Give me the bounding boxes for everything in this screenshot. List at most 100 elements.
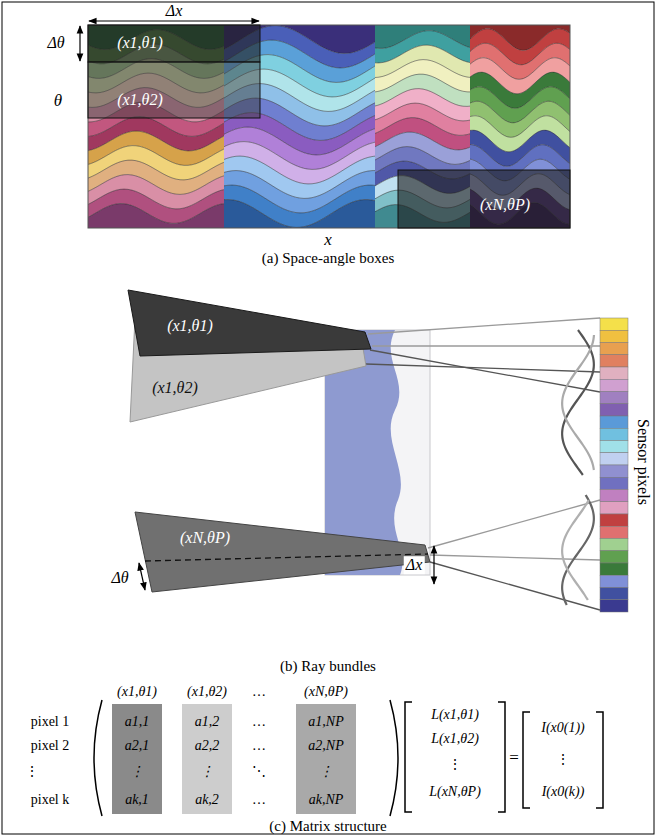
contour-line [88,117,225,137]
contour-line [88,131,225,151]
contour-band [88,204,225,228]
matrix-column: a1,NPa2,NP⋮ak,NP [296,704,356,814]
contour-line [470,130,570,152]
intensity-profile [562,495,594,605]
bundle-center-ray [145,554,428,561]
bundle-outline [128,290,371,356]
contour-line [375,103,471,121]
box-outline [88,62,260,118]
sensor-pixel [600,441,628,453]
matrix-entry: ak,2 [195,792,219,807]
column-header: (x1,θ1) [117,684,157,699]
space-angle-box: (xN,θP) [398,170,570,228]
vector-entry: I(x0(k)) [542,784,585,799]
sensor-pixel [600,379,628,391]
equals-sign: = [509,749,519,768]
axis-label: x [324,231,332,250]
matrix-ellipsis: … [252,714,266,729]
matrix-column: a1,2 a2,2 ⋮ ak,2 [182,704,232,814]
matrix-entry: ak,NP [309,792,344,807]
dimension-label: Δx [404,556,425,574]
space-angle-box: (x1,θ1) [88,25,260,62]
intensity-profile [562,335,594,470]
box-label: (xN,θP) [180,529,230,547]
dimension-label: Δx [166,2,183,20]
matrix-ellipsis: ⋱ [252,764,266,779]
sensor-pixel [600,416,628,428]
contour-line [88,160,225,180]
ray-line [372,345,600,346]
contour-line [375,147,471,165]
sensor-pixel [600,355,628,367]
space-angle-box: (x1,θ2) [88,62,260,118]
matrix-entry: a1,2 [195,714,220,729]
vector-entry: I(x0(1)) [541,720,585,735]
matrix-entry: ⋮ [319,764,333,779]
sensor-pixel [600,551,628,563]
sensor-pixel [600,600,628,612]
box-outline [112,704,162,814]
contour-line [88,204,225,224]
matrix-paren [390,700,398,816]
intensity-profile [562,500,589,600]
row-label: pixel 2 [31,738,70,753]
box-label: (x1,θ1) [117,34,163,52]
column-header: (x1,θ2) [187,684,227,699]
matrix-entry: a2,NP [308,738,343,753]
contour-line [470,116,570,138]
vector-entry: L(xN,θP) [429,784,481,799]
column-header: (xN,θP) [304,684,348,699]
sensor-pixel [600,392,628,404]
row-label: pixel 1 [31,714,70,729]
axis-label: θ [54,92,62,111]
ray-line [368,318,600,334]
dimension-arrow [433,546,434,584]
vector-entry: L(x1,θ2) [431,731,479,746]
vector-bracket [498,702,505,812]
vector-entry: ⋮ [448,757,462,772]
sensor-pixel [600,465,628,477]
vector-entry: ⋮ [556,752,570,767]
subfigure-caption: (a) Space-angle boxes [262,250,394,267]
contour-line [375,89,471,107]
matrix-entry: a2,2 [195,738,220,753]
box-label: (xN,θP) [480,196,530,214]
ray-bundle: (x1,θ1) [128,290,371,356]
subfigure-caption: (b) Ray bundles [280,658,376,675]
row-label: ⋮ [25,764,39,779]
dimension-arrow [79,26,80,61]
matrix-entry: a1,1 [125,714,150,729]
box-outline [182,704,232,814]
image-border [88,25,570,228]
column-header: … [252,684,266,699]
sensor-pixel [600,514,628,526]
box-outline [296,704,356,814]
node-shape [88,25,260,62]
box-label: (x1,θ2) [152,379,198,397]
intensity-profile [562,330,594,475]
vector-bracket [596,712,603,808]
space-angle-image [88,25,570,228]
sensor-pixel [600,526,628,538]
vector-bracket [405,702,412,812]
box-label: (x1,θ2) [117,91,163,109]
contour-band [224,200,376,228]
ray-line [430,562,600,610]
matrix-entry: ⋮ [200,764,214,779]
bundle-outline [130,318,366,422]
contour-line [375,118,471,136]
node-shape [135,512,430,592]
contour-line [88,175,225,195]
bundle-outline [135,512,430,592]
sensor-pixel [600,343,628,355]
matrix-entry: ak,1 [125,792,149,807]
matrix-ellipsis: … [252,738,266,753]
sensor-pixel [600,453,628,465]
ray-line [428,500,600,548]
contour-line [375,132,471,150]
sensor-pixel [600,575,628,587]
node-shape [88,62,260,118]
sensor-bar [600,318,628,612]
